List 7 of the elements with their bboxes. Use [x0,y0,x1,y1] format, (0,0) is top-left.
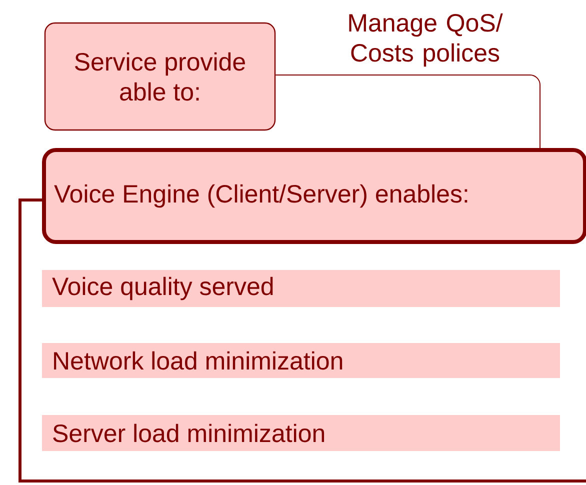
connector-line [275,74,540,148]
feature-bar: Network load minimization [42,343,560,378]
feature-bar: Voice quality served [42,270,560,307]
service-box: Service provide able to: [44,22,276,131]
engine-box: Voice Engine (Client/Server) enables: [42,148,586,244]
feature-bar: Server load minimization [42,415,560,451]
edge-label: Manage QoS/ Costs polices [349,13,503,67]
